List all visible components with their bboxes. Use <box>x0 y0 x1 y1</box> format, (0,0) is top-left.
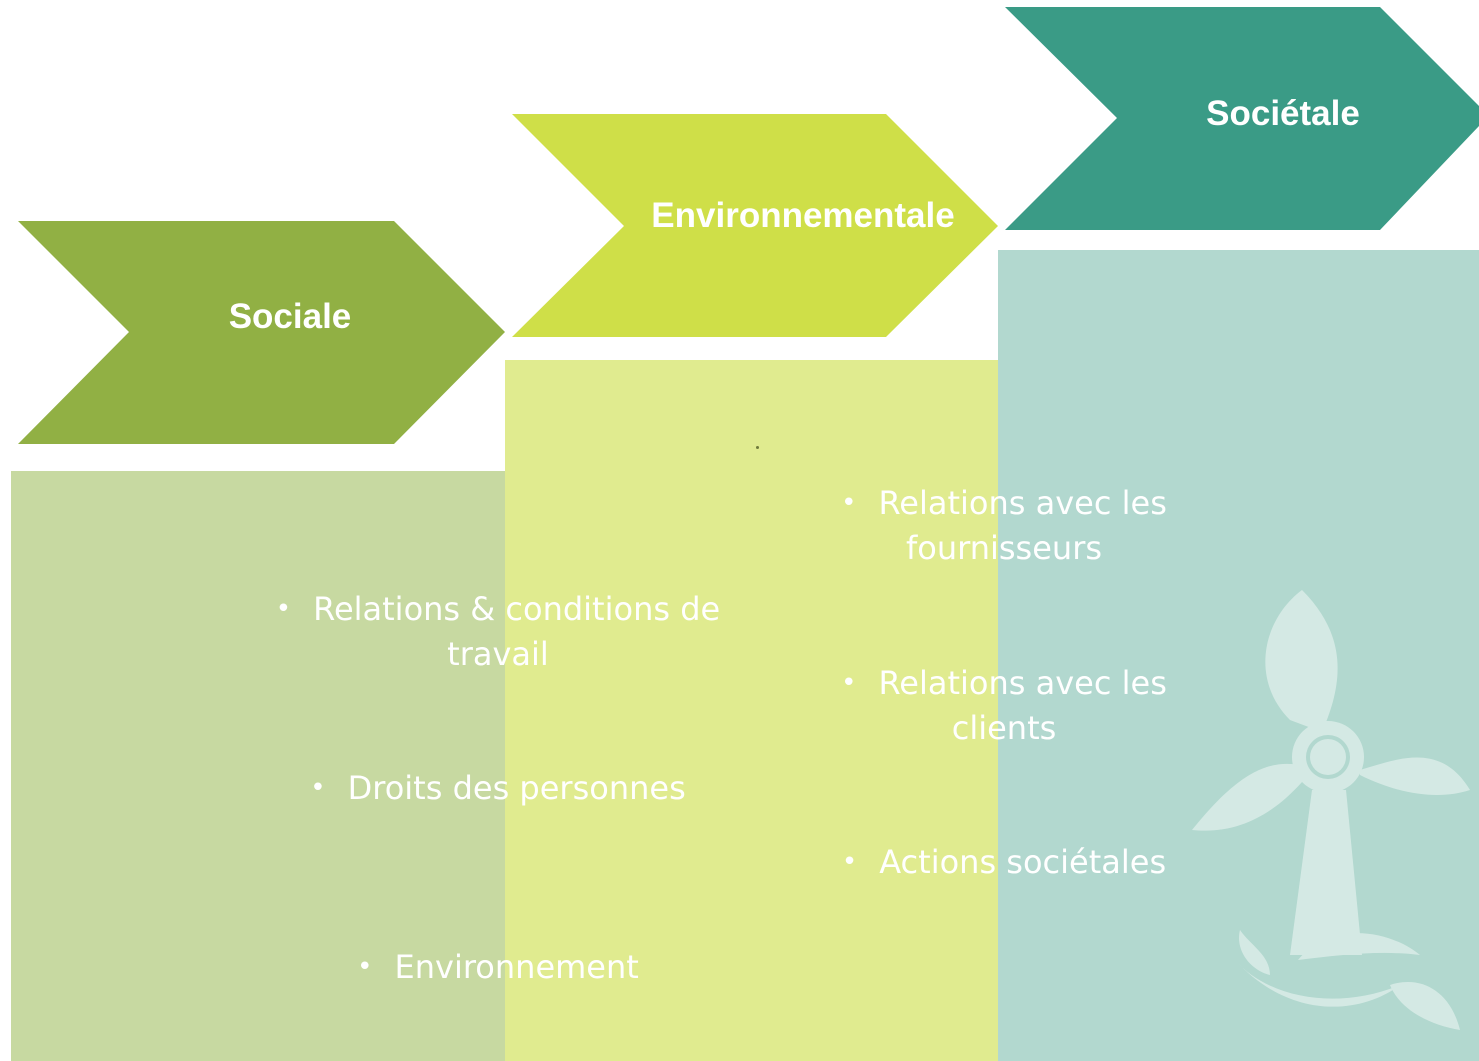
bullet-dot: • <box>841 488 857 518</box>
societale-bullet-list: • Relations avec les fournisseurs • Relati… <box>784 0 1224 1061</box>
societale-chevron <box>1005 7 1479 230</box>
bullet-dot: • <box>310 773 326 803</box>
bullet-dot: • <box>841 668 857 698</box>
environnementale-chevron <box>512 114 998 337</box>
list-item-continuation: clients <box>784 706 1224 751</box>
environnementale-panel <box>505 360 998 1061</box>
list-item-text: Relations avec les <box>878 484 1167 522</box>
list-item-text: clients <box>951 709 1057 747</box>
list-item-continuation: travail <box>198 632 798 677</box>
sociale-panel <box>11 471 505 1061</box>
list-item-text: Relations & conditions de <box>313 590 721 628</box>
environnementale-title: Environnementale <box>651 196 955 235</box>
list-item-text: Relations avec les <box>878 664 1167 702</box>
sociale-bullet-list: • Relations & conditions de travail • Droi… <box>198 0 798 1061</box>
stray-dot <box>756 446 759 449</box>
list-item-text: Actions sociétales <box>879 843 1167 881</box>
list-item-text: Droits des personnes <box>347 769 686 807</box>
list-item-continuation: fournisseurs <box>784 526 1224 571</box>
list-item: • Actions sociétales <box>784 840 1224 888</box>
list-item: • Droits des personnes <box>198 766 798 814</box>
list-item-text: Environnement <box>394 948 639 986</box>
list-item: • Relations avec les <box>784 661 1224 709</box>
list-item-text: fournisseurs <box>905 529 1103 567</box>
list-item: • Relations avec les <box>784 481 1224 529</box>
sociale-title: Sociale <box>228 297 352 336</box>
list-item: • Environnement <box>198 945 798 993</box>
societale-panel <box>998 250 1479 1061</box>
bullet-dot: • <box>357 952 373 982</box>
sociale-chevron <box>18 221 505 444</box>
societale-title: Sociétale <box>1206 94 1360 133</box>
bullet-dot: • <box>841 847 858 877</box>
list-item: • Relations & conditions de <box>198 587 798 635</box>
bullet-dot: • <box>275 594 292 624</box>
list-item-text: travail <box>447 635 549 673</box>
